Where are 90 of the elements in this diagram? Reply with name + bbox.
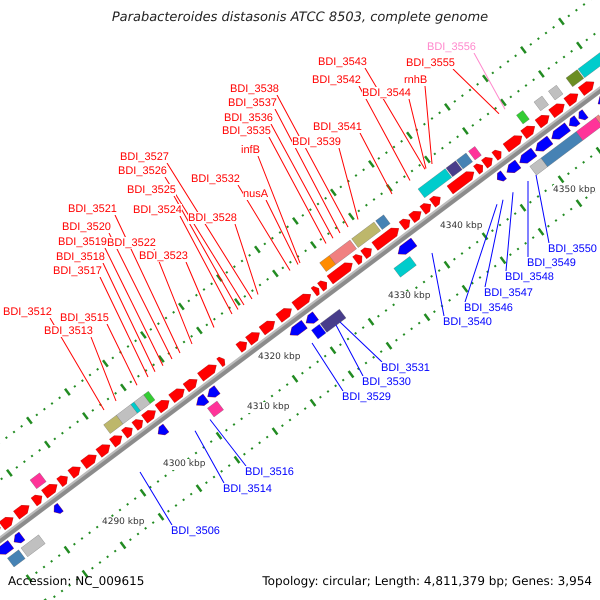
leader-line — [408, 98, 426, 169]
gene-label: BDI_3549 — [527, 257, 576, 269]
gene-label: BDI_3546 — [464, 302, 513, 314]
leader-line — [174, 196, 238, 310]
gene-label: BDI_3520 — [62, 221, 111, 233]
leader-line — [106, 324, 138, 386]
gene-label: BDI_3530 — [362, 376, 411, 388]
gene-label: BDI_3515 — [60, 312, 109, 324]
gene-label: BDI_3556 — [427, 41, 476, 53]
scale-label: 4340 kbp — [440, 221, 482, 232]
gene-label: BDI_3527 — [120, 151, 169, 163]
scale-label: 4290 kbp — [102, 517, 144, 528]
gene-label: BDI_3542 — [312, 74, 361, 86]
leader-line — [234, 224, 258, 295]
gene-label: BDI_3529 — [342, 391, 391, 403]
leader-line — [270, 124, 334, 239]
leader-line — [360, 132, 392, 194]
gene-label: BDI_3516 — [245, 466, 294, 478]
gene-label: BDI_3526 — [118, 165, 167, 177]
leader-line — [258, 156, 300, 264]
leader-line — [464, 204, 498, 302]
leader-line — [536, 174, 550, 244]
leader-line — [274, 108, 340, 234]
leader-line — [238, 184, 290, 271]
gene-label: BDI_3521 — [68, 203, 117, 215]
scale-label: 4300 kbp — [163, 459, 206, 470]
leader-line — [164, 176, 244, 306]
leader-line — [338, 148, 358, 220]
leader-line — [364, 68, 426, 170]
gene-label: infB — [241, 144, 260, 156]
leader-line — [210, 419, 246, 466]
leader-line — [358, 86, 410, 181]
leader-line — [114, 214, 180, 354]
footer-text: Accession: NC_009615 — [8, 574, 144, 588]
leader-line — [452, 68, 500, 114]
gene-label: BDI_3536 — [224, 112, 273, 124]
gene-label: BDI_3543 — [318, 56, 367, 68]
leader-line — [154, 248, 192, 344]
gene-label: BDI_3531 — [381, 362, 430, 374]
gene-label: BDI_3506 — [171, 525, 220, 537]
leader-line — [266, 200, 298, 265]
leader-line — [424, 86, 432, 164]
leader-line — [276, 94, 348, 228]
gene-label: BDI_3525 — [127, 184, 176, 196]
gene-label: nusA — [243, 188, 268, 200]
leader-line — [474, 52, 506, 110]
leader-line — [104, 248, 164, 366]
gene-label: BDI_3528 — [188, 212, 237, 224]
gene-label: BDI_3540 — [443, 316, 492, 328]
gene-label: BDI_3532 — [191, 173, 240, 185]
leader-line — [180, 216, 232, 314]
leader-line — [166, 162, 252, 300]
scale-label: 4350 kbp — [553, 185, 596, 196]
gene-label: BDI_3522 — [107, 237, 156, 249]
leader-line — [102, 262, 156, 372]
gene-label: BDI_3517 — [53, 265, 102, 277]
gene-label: BDI_3518 — [56, 251, 105, 263]
leader-line — [484, 199, 504, 288]
title: Parabacteroides distasonis ATCC 8503, complete genome — [110, 10, 490, 25]
leader-line — [268, 136, 326, 244]
leader-line — [100, 276, 148, 378]
gene-label: BDI_3538 — [230, 83, 279, 95]
leader-line — [312, 342, 344, 392]
gene-label: BDI_3524 — [133, 204, 182, 216]
gene-label: BDI_3541 — [313, 121, 362, 133]
footer-text: Topology: circular; Length: 4,811,379 bp; Genes: 3,954 — [262, 574, 592, 588]
gene-label: BDI_3550 — [548, 243, 597, 255]
scale-label: 4310 kbp — [247, 402, 290, 413]
gene-label: BDI_3537 — [228, 97, 277, 109]
gene-label: BDI_3535 — [222, 125, 271, 137]
leader-line — [90, 336, 116, 402]
leader-line — [506, 192, 514, 272]
gene-label: BDI_3544 — [362, 87, 411, 99]
gene-label: BDI_3514 — [223, 483, 272, 495]
gene-label: BDI_3539 — [292, 136, 341, 148]
leader-line — [50, 318, 104, 410]
leader-line — [194, 430, 224, 484]
gene-label: BDI_3548 — [505, 271, 554, 283]
scale-label: 4320 kbp — [258, 352, 300, 363]
scale-label: 4330 kbp — [388, 291, 430, 302]
gene-label: BDI_3555 — [406, 57, 455, 69]
gene-label: BDI_3513 — [44, 325, 93, 337]
gene-label: BDI_3519 — [58, 236, 107, 248]
leader-line — [186, 262, 214, 328]
gene-label: BDI_3547 — [484, 287, 533, 299]
gene-label: BDI_3512 — [3, 306, 52, 318]
gene-label: BDI_3523 — [139, 250, 188, 262]
gene-label: rnhB — [404, 74, 428, 86]
leader-line — [108, 232, 172, 360]
leader-line — [432, 252, 444, 316]
